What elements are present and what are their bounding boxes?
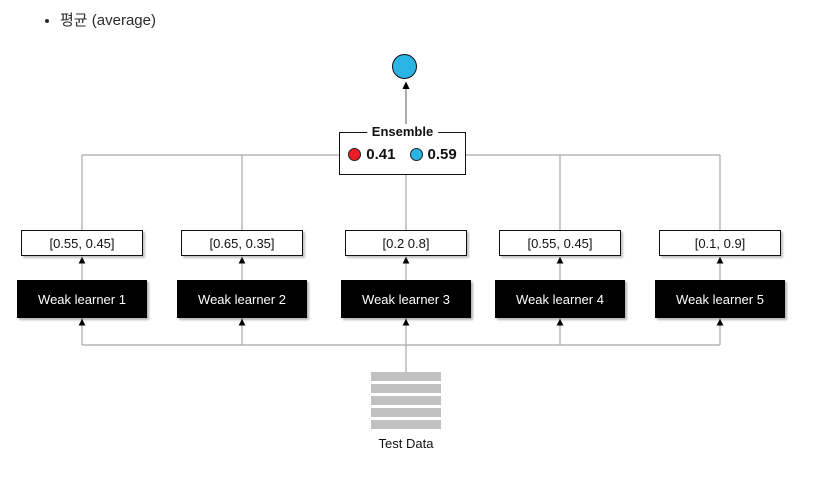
weak-learner-5: Weak learner 5 — [655, 280, 785, 318]
prediction-box-4: [0.55, 0.45] — [499, 230, 621, 256]
weak-learner-1: Weak learner 1 — [17, 280, 147, 318]
data-row-bar — [371, 420, 441, 429]
data-row-bar — [371, 384, 441, 393]
blue-class-dot-icon — [409, 147, 423, 161]
ensemble-class-scores: 0.41 0.59 — [340, 142, 465, 166]
weak-learner-2: Weak learner 2 — [177, 280, 307, 318]
ensemble-box: Ensemble 0.41 0.59 — [339, 124, 466, 175]
data-row-bar — [371, 408, 441, 417]
red-class-dot-icon — [348, 147, 362, 161]
test-data-stack — [371, 372, 441, 432]
red-class-value: 0.41 — [366, 145, 396, 163]
class-score-red: 0.41 — [348, 145, 396, 163]
bullet-list: 평균 (average) — [0, 11, 156, 31]
class-score-blue: 0.59 — [409, 145, 457, 163]
blue-class-value: 0.59 — [427, 145, 457, 163]
test-data-label: Test Data — [378, 436, 434, 451]
weak-learner-3: Weak learner 3 — [341, 280, 471, 318]
prediction-box-2: [0.65, 0.35] — [181, 230, 303, 256]
final-prediction-circle — [392, 54, 417, 79]
ensemble-title: Ensemble — [366, 124, 439, 139]
data-row-bar — [371, 372, 441, 381]
prediction-box-5: [0.1, 0.9] — [659, 230, 781, 256]
prediction-box-1: [0.55, 0.45] — [21, 230, 143, 256]
weak-learner-4: Weak learner 4 — [495, 280, 625, 318]
bullet-item-average: 평균 (average) — [60, 11, 156, 31]
prediction-box-3: [0.2 0.8] — [345, 230, 467, 256]
data-row-bar — [371, 396, 441, 405]
